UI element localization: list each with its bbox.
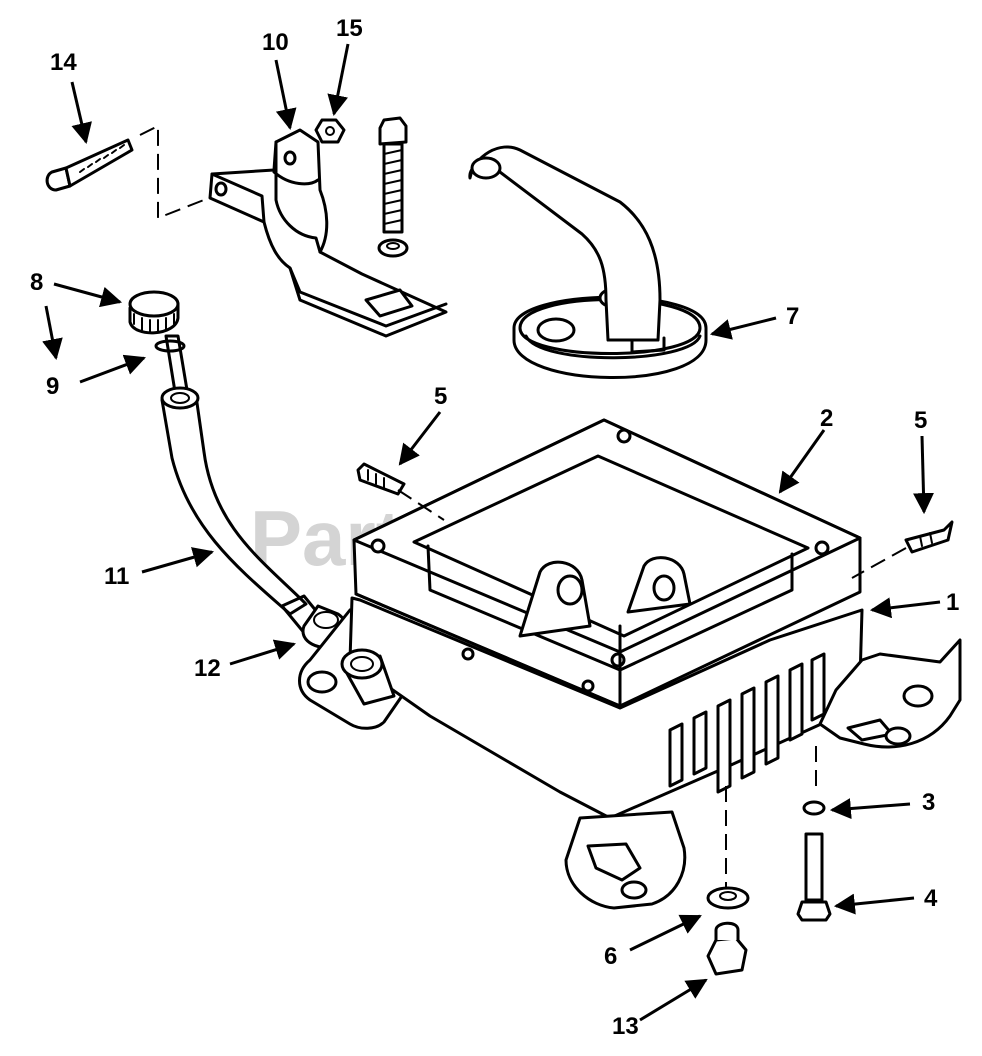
breather-cover-8-part bbox=[468, 145, 708, 379]
callout-15: 15 bbox=[336, 15, 363, 42]
callout-10: 9 bbox=[46, 373, 59, 400]
callout-9: 8 bbox=[30, 269, 43, 296]
callout-14: 14 bbox=[50, 49, 77, 76]
callout-8: 7 bbox=[786, 303, 799, 330]
callout-7: 6 bbox=[604, 943, 617, 970]
o-ring-10-part bbox=[154, 339, 186, 353]
callout-4: 4 bbox=[924, 885, 938, 912]
callout-6: 13 bbox=[612, 1013, 639, 1040]
plug-5-right-part bbox=[851, 520, 954, 579]
clamp-bracket-11-part bbox=[208, 128, 448, 338]
gasket-2-part bbox=[352, 418, 862, 708]
lock-washer-3-part bbox=[802, 746, 826, 816]
dipstick-tube-12-part bbox=[160, 386, 332, 642]
callout-5-left: 5 bbox=[434, 383, 447, 410]
callout-12: 11 bbox=[104, 563, 129, 590]
callout-3: 3 bbox=[922, 789, 935, 816]
callout-11: 10 bbox=[262, 29, 289, 56]
nut-15-part bbox=[314, 118, 346, 144]
plug-5-left-part bbox=[356, 462, 445, 521]
vertical-bolt-part bbox=[377, 116, 409, 258]
leader-arrows bbox=[42, 43, 941, 1022]
callout-13: 12 bbox=[194, 655, 221, 682]
drain-plug-6-part bbox=[706, 786, 748, 976]
bolt-14-part bbox=[45, 124, 215, 220]
dipstick-9-part bbox=[128, 290, 190, 400]
oil-sump-base-1-part bbox=[298, 596, 962, 910]
bolt-4-part bbox=[796, 832, 832, 922]
callout-2: 2 bbox=[820, 405, 833, 432]
callout-1: 1 bbox=[946, 589, 959, 616]
callout-5-right: 5 bbox=[914, 407, 927, 434]
washer-7-part bbox=[706, 886, 750, 910]
